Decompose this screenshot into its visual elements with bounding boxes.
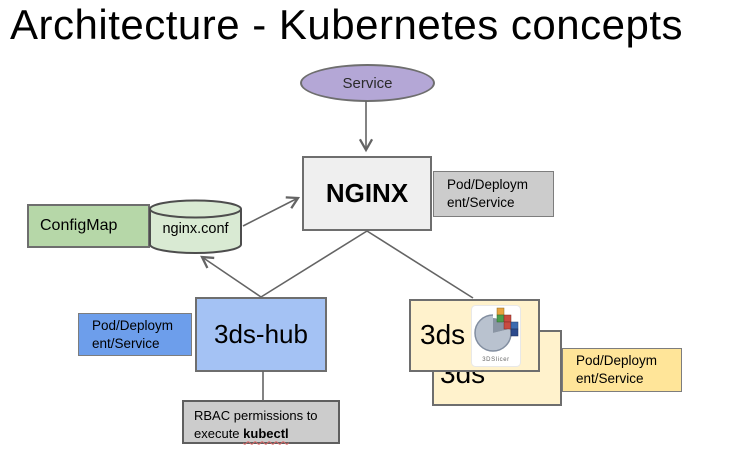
configmap-label: ConfigMap [40, 217, 118, 234]
configmap-node: ConfigMap [27, 204, 150, 248]
3ds-hub-label: 3ds-hub [214, 319, 308, 349]
badge-text-line2: ent/Service [576, 371, 644, 386]
rbac-execute-text: execute [194, 425, 244, 441]
badge-text-line2: ent/Service [447, 195, 515, 210]
service-node: Service [300, 64, 435, 102]
nginx-conf-label: nginx.conf [162, 221, 229, 237]
hub-pod-deployment-service-badge: Pod/Deploym ent/Service [78, 313, 192, 356]
rbac-text-line1: RBAC permissions to [194, 408, 318, 423]
3ds-pod-deployment-service-badge: Pod/Deploym ent/Service [562, 348, 682, 392]
arrow-hub-to-nginxconf [200, 255, 262, 298]
slicer-logo-caption: 3DSlicer [482, 357, 509, 363]
nginx-node: NGINX [302, 156, 432, 231]
line-nginx-to-3ds [366, 230, 474, 299]
badge-text-line1: Pod/Deploym [92, 317, 174, 333]
badge-text-line2: ent/Service [92, 335, 160, 351]
badge-text-line1: Pod/Deploym [447, 177, 529, 193]
line-nginx-to-hub [260, 230, 368, 298]
3d-slicer-logo-icon: 3DSlicer [471, 305, 521, 367]
arrow-nginxconf-to-nginx [242, 196, 301, 227]
3ds-front-label: 3ds [420, 319, 466, 350]
cylinder-shape-icon [149, 199, 242, 254]
page-title: Architecture - Kubernetes concepts [10, 1, 684, 48]
badge-text-line1: Pod/Deploym [576, 353, 658, 369]
rbac-text-line2: execute kubectl [194, 425, 332, 443]
3ds-front-node: 3ds 3DSlicer [409, 299, 540, 372]
nginx-conf-cylinder: nginx.conf [148, 199, 243, 255]
rbac-note: RBAC permissions to execute kubectl [182, 400, 340, 444]
nginx-label: NGINX [325, 178, 409, 208]
nginx-pod-deployment-service-badge: Pod/Deploym ent/Service [433, 171, 554, 217]
service-label: Service [342, 74, 393, 92]
3ds-hub-node: 3ds-hub [195, 297, 327, 372]
kubectl-keyword: kubectl [243, 425, 289, 441]
